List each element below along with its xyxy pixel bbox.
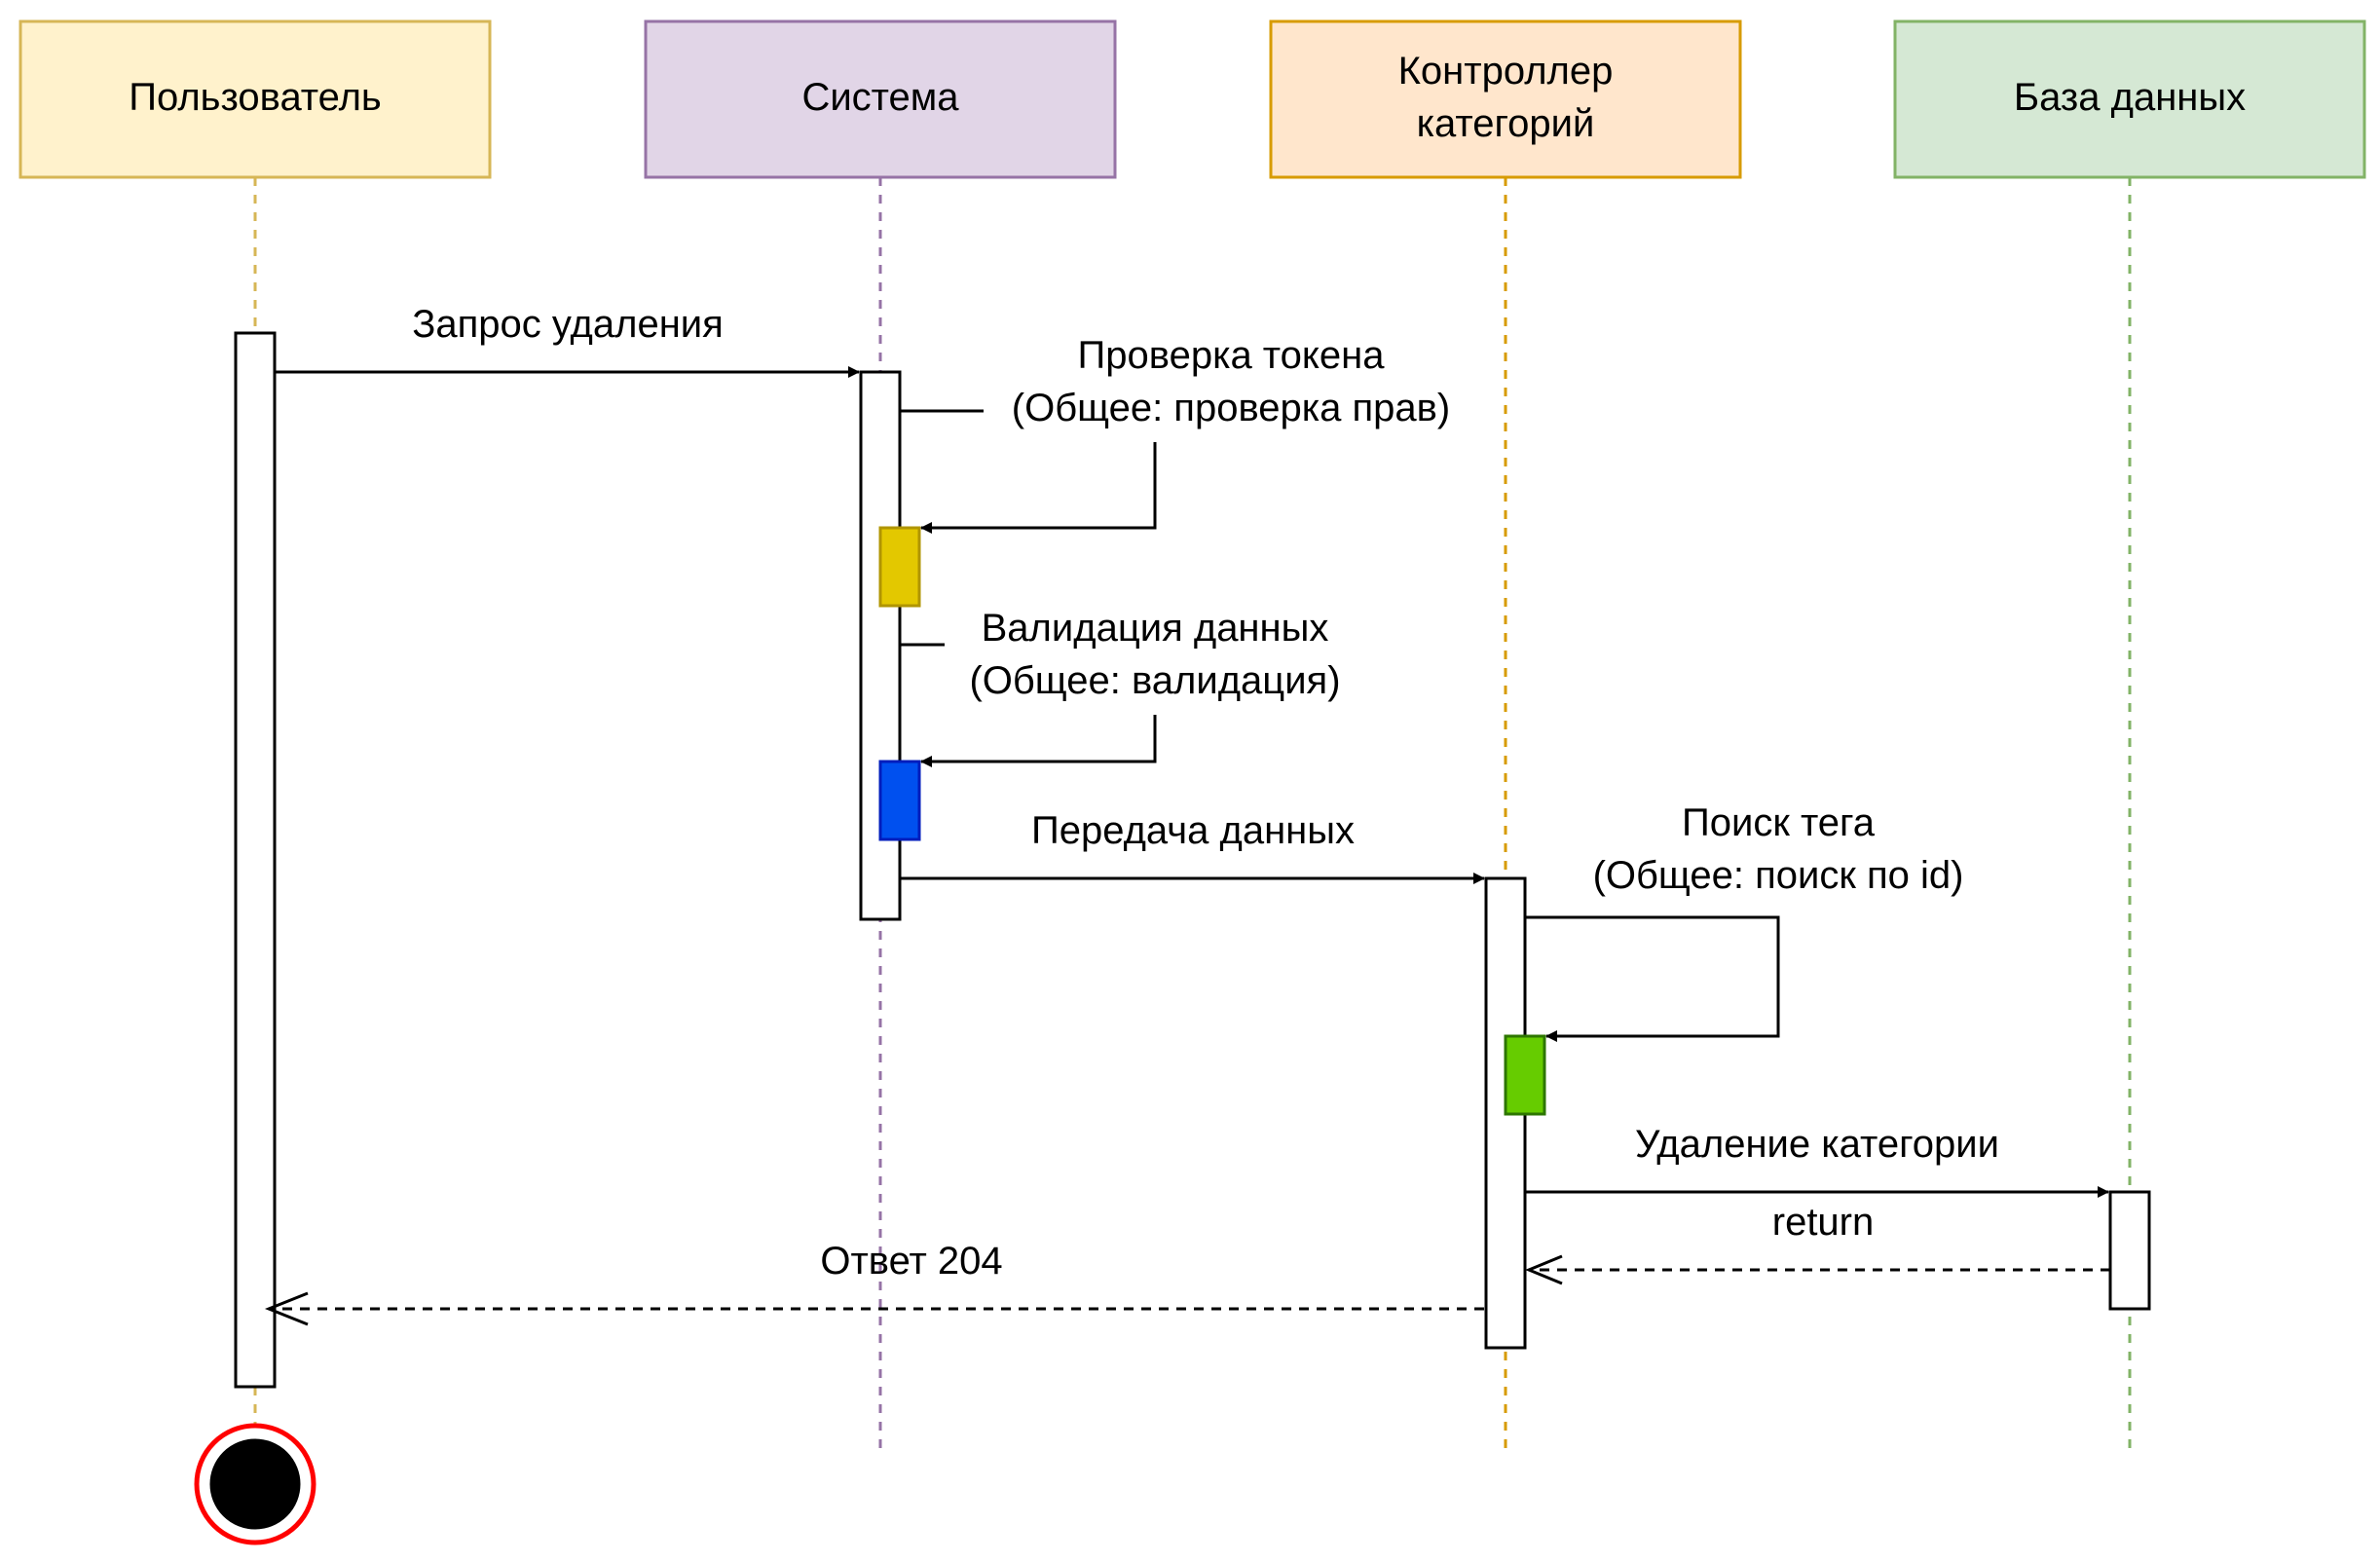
message-delete-category-label: Удаление категории bbox=[1635, 1123, 1999, 1166]
participant-user-box bbox=[19, 19, 492, 179]
message-data-transfer-label: Передача данных bbox=[1031, 809, 1355, 852]
activation-database bbox=[2108, 1190, 2151, 1311]
label-line: Ответ 204 bbox=[820, 1240, 1002, 1283]
message-token-check-label-bg bbox=[984, 341, 1490, 442]
message-return-arrowhead bbox=[1525, 1254, 1563, 1285]
participant-user: Пользователь bbox=[19, 19, 492, 179]
label-line: База данных bbox=[2014, 76, 2246, 119]
message-validation-label: Валидация данных (Общее: валидация) bbox=[969, 607, 1340, 702]
participant-system: Система bbox=[644, 19, 1117, 179]
participant-system-box bbox=[644, 19, 1117, 179]
activation-token-check bbox=[878, 526, 921, 608]
label-line: Проверка токена bbox=[1078, 334, 1386, 377]
message-tag-search-label-bg bbox=[1568, 808, 1989, 910]
label-line: (Общее: поиск по id) bbox=[1593, 854, 1964, 897]
label-line: Контроллер bbox=[1398, 50, 1614, 93]
message-validation-label-bg bbox=[945, 614, 1369, 715]
participant-user-label: Пользователь bbox=[129, 76, 382, 119]
label-line: Пользователь bbox=[129, 76, 382, 119]
label-line: (Общее: проверка прав) bbox=[1012, 387, 1450, 429]
label-line: Система bbox=[801, 76, 959, 119]
end-state bbox=[194, 1423, 316, 1545]
activation-user bbox=[234, 331, 277, 1389]
participant-category-controller-label: Контроллер категорий bbox=[1398, 50, 1614, 145]
label-line: Валидация данных bbox=[982, 607, 1329, 650]
message-delete-request-label: Запрос удаления bbox=[412, 303, 724, 346]
label-line: Удаление категории bbox=[1635, 1123, 1999, 1166]
participant-database-label: База данных bbox=[2014, 76, 2246, 119]
label-line: Поиск тега bbox=[1682, 801, 1876, 844]
activation-tag-search bbox=[1504, 1034, 1546, 1116]
label-line: Запрос удаления bbox=[412, 303, 724, 346]
message-response-204-label: Ответ 204 bbox=[820, 1240, 1002, 1283]
participant-category-controller-box bbox=[1269, 19, 1742, 179]
label-line: (Общее: валидация) bbox=[969, 659, 1340, 702]
message-response-204-arrowhead bbox=[264, 1291, 309, 1326]
participant-database-box bbox=[1893, 19, 2366, 179]
participant-system-label: Система bbox=[801, 76, 959, 119]
message-tag-search-arrow bbox=[1525, 915, 1780, 1042]
message-return-label: return bbox=[1772, 1201, 1875, 1244]
label-line: return bbox=[1772, 1201, 1875, 1244]
activation-validation bbox=[878, 760, 921, 841]
participant-database: База данных bbox=[1893, 19, 2366, 179]
label-line: Передача данных bbox=[1031, 809, 1355, 852]
participant-category-controller: Контроллер категорий bbox=[1269, 19, 1742, 179]
end-state-inner-dot bbox=[209, 1438, 301, 1530]
message-token-check-label: Проверка токена (Общее: проверка прав) bbox=[1012, 334, 1450, 429]
label-line: категорий bbox=[1417, 102, 1595, 145]
message-tag-search-label: Поиск тега (Общее: поиск по id) bbox=[1593, 801, 1964, 897]
